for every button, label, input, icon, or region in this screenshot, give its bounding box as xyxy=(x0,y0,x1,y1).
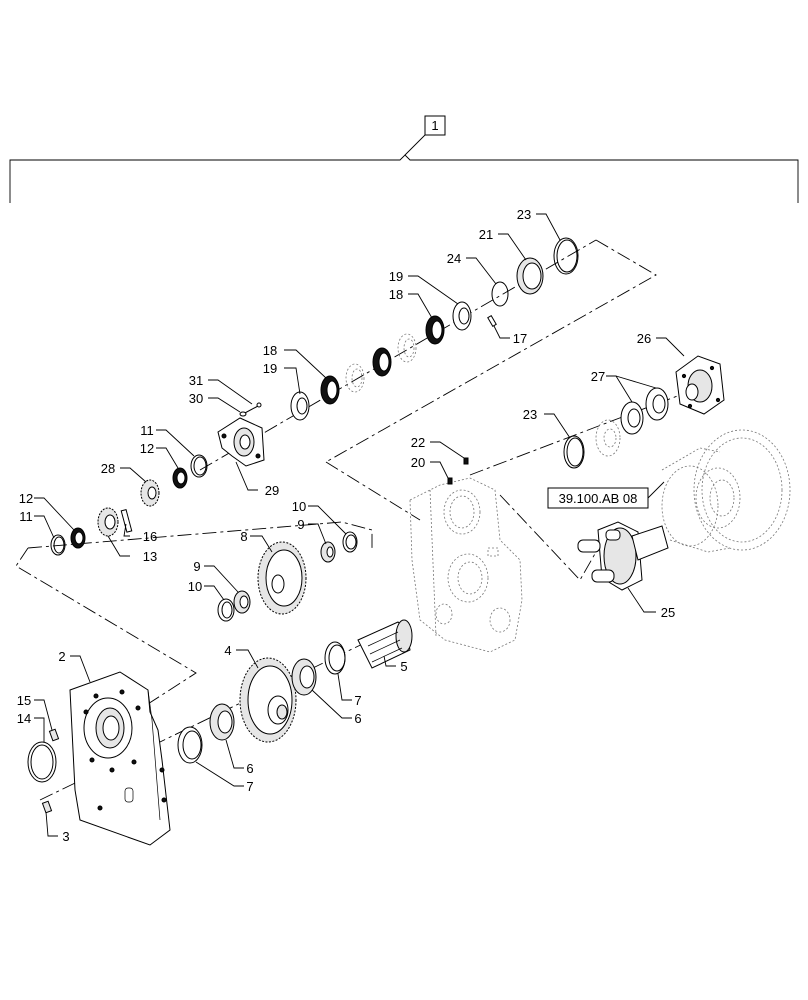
gear-4[interactable] xyxy=(239,657,297,743)
gear-13[interactable] xyxy=(97,507,119,537)
assembly-bracket: 1 xyxy=(9,115,799,203)
bearing-9-left[interactable] xyxy=(233,590,251,614)
callout-11-left: 11 xyxy=(19,509,33,524)
callout-10-right: 10 xyxy=(292,499,306,514)
callout-19-right: 19 xyxy=(389,269,403,284)
assembly-tag-label: 1 xyxy=(431,118,438,133)
callout-8: 8 xyxy=(240,529,247,544)
disc-27-b[interactable] xyxy=(645,387,669,421)
gear-8[interactable] xyxy=(257,541,307,615)
callout-14: 14 xyxy=(17,711,31,726)
callout-3: 3 xyxy=(62,829,69,844)
callout-26: 26 xyxy=(637,331,651,346)
callout-21: 21 xyxy=(479,227,493,242)
callout-13: 13 xyxy=(143,549,157,564)
callout-12-left: 12 xyxy=(19,491,33,506)
friction-disc-ghost xyxy=(372,347,392,377)
callout-20: 20 xyxy=(411,455,425,470)
pin-16[interactable] xyxy=(120,508,133,533)
plug-15[interactable] xyxy=(48,728,60,742)
bearing-cone-6-upper[interactable] xyxy=(291,658,317,696)
callout-2: 2 xyxy=(58,649,65,664)
o-ring-14[interactable] xyxy=(27,741,57,783)
callout-9-right: 9 xyxy=(297,517,304,532)
callout-30: 30 xyxy=(189,391,203,406)
callout-22: 22 xyxy=(411,435,425,450)
seal-ring-23-upper[interactable] xyxy=(553,237,579,275)
planetary-hub-ghost xyxy=(595,419,621,457)
friction-disc-18-right[interactable] xyxy=(425,315,445,345)
callout-7-lower: 7 xyxy=(246,779,253,794)
callout-5: 5 xyxy=(400,659,407,674)
callout-6-right: 6 xyxy=(354,711,361,726)
callout-18-left: 18 xyxy=(263,343,277,358)
reference-tag[interactable]: 39.100.AB 08 xyxy=(547,481,665,509)
clutch-plate-19-right[interactable] xyxy=(452,301,472,331)
callout-31: 31 xyxy=(189,373,203,388)
bearing-cup-10-right[interactable] xyxy=(342,531,358,553)
callout-19-left: 19 xyxy=(263,361,277,376)
main-gearbox-housing xyxy=(409,477,523,653)
callout-16: 16 xyxy=(143,529,157,544)
snap-ring-11-right[interactable] xyxy=(190,454,208,478)
gear-28[interactable] xyxy=(140,479,160,507)
callout-11-right: 11 xyxy=(140,423,154,438)
bearing-cup-7-upper[interactable] xyxy=(324,641,346,675)
washer-30[interactable] xyxy=(239,411,247,417)
callout-23-lower: 23 xyxy=(523,407,537,422)
flange-cover-26[interactable] xyxy=(675,355,725,415)
bearing-cup-10-left[interactable] xyxy=(217,598,235,622)
wheel-hub-housing xyxy=(661,429,791,553)
snap-ring-11-left[interactable] xyxy=(50,534,66,556)
callout-28: 28 xyxy=(101,461,115,476)
clutch-plate-ghost-2 xyxy=(397,333,417,363)
pin-17[interactable] xyxy=(487,314,497,328)
callout-4: 4 xyxy=(224,643,231,658)
callout-23-upper: 23 xyxy=(517,207,531,222)
plug-22[interactable] xyxy=(463,457,469,465)
washer-12-right[interactable] xyxy=(172,467,188,489)
front-housing-cover[interactable] xyxy=(69,671,171,846)
bearing-cone-6-lower[interactable] xyxy=(209,703,235,741)
callout-leaders xyxy=(34,213,685,837)
disc-27-a[interactable] xyxy=(620,401,644,435)
callout-18-right: 18 xyxy=(389,287,403,302)
callout-12-right: 12 xyxy=(140,441,154,456)
friction-disc-18-left[interactable] xyxy=(320,375,340,405)
bearing-9-right[interactable] xyxy=(320,541,336,563)
callout-25: 25 xyxy=(661,605,675,620)
clutch-plate-ghost-1 xyxy=(345,363,365,393)
piston-21[interactable] xyxy=(516,257,544,295)
bearing-cup-7-lower[interactable] xyxy=(177,726,203,764)
callout-7-right: 7 xyxy=(354,693,361,708)
callout-29: 29 xyxy=(265,483,279,498)
plug-20[interactable] xyxy=(447,477,453,485)
washer-12-left[interactable] xyxy=(70,527,86,549)
callout-24: 24 xyxy=(447,251,461,266)
splined-shaft-5[interactable] xyxy=(357,619,413,669)
planet-carrier-25[interactable] xyxy=(577,521,669,591)
carrier-bracket-29[interactable] xyxy=(217,417,265,467)
callout-17: 17 xyxy=(513,331,527,346)
clutch-plate-19-left[interactable] xyxy=(290,391,310,421)
assembly-tag-box[interactable] xyxy=(424,115,446,136)
plug-3[interactable] xyxy=(41,800,53,814)
callout-labels: 2 3 4 5 6 6 7 7 8 9 9 10 10 11 11 12 12 … xyxy=(17,207,675,844)
callout-6-lower: 6 xyxy=(246,761,253,776)
callout-10-left: 10 xyxy=(188,579,202,594)
snap-ring-24[interactable] xyxy=(491,281,509,307)
callout-9-left: 9 xyxy=(193,559,200,574)
seal-ring-23-lower[interactable] xyxy=(563,435,585,469)
reference-tag-label: 39.100.AB 08 xyxy=(559,491,638,506)
callout-27: 27 xyxy=(591,369,605,384)
callout-15: 15 xyxy=(17,693,31,708)
